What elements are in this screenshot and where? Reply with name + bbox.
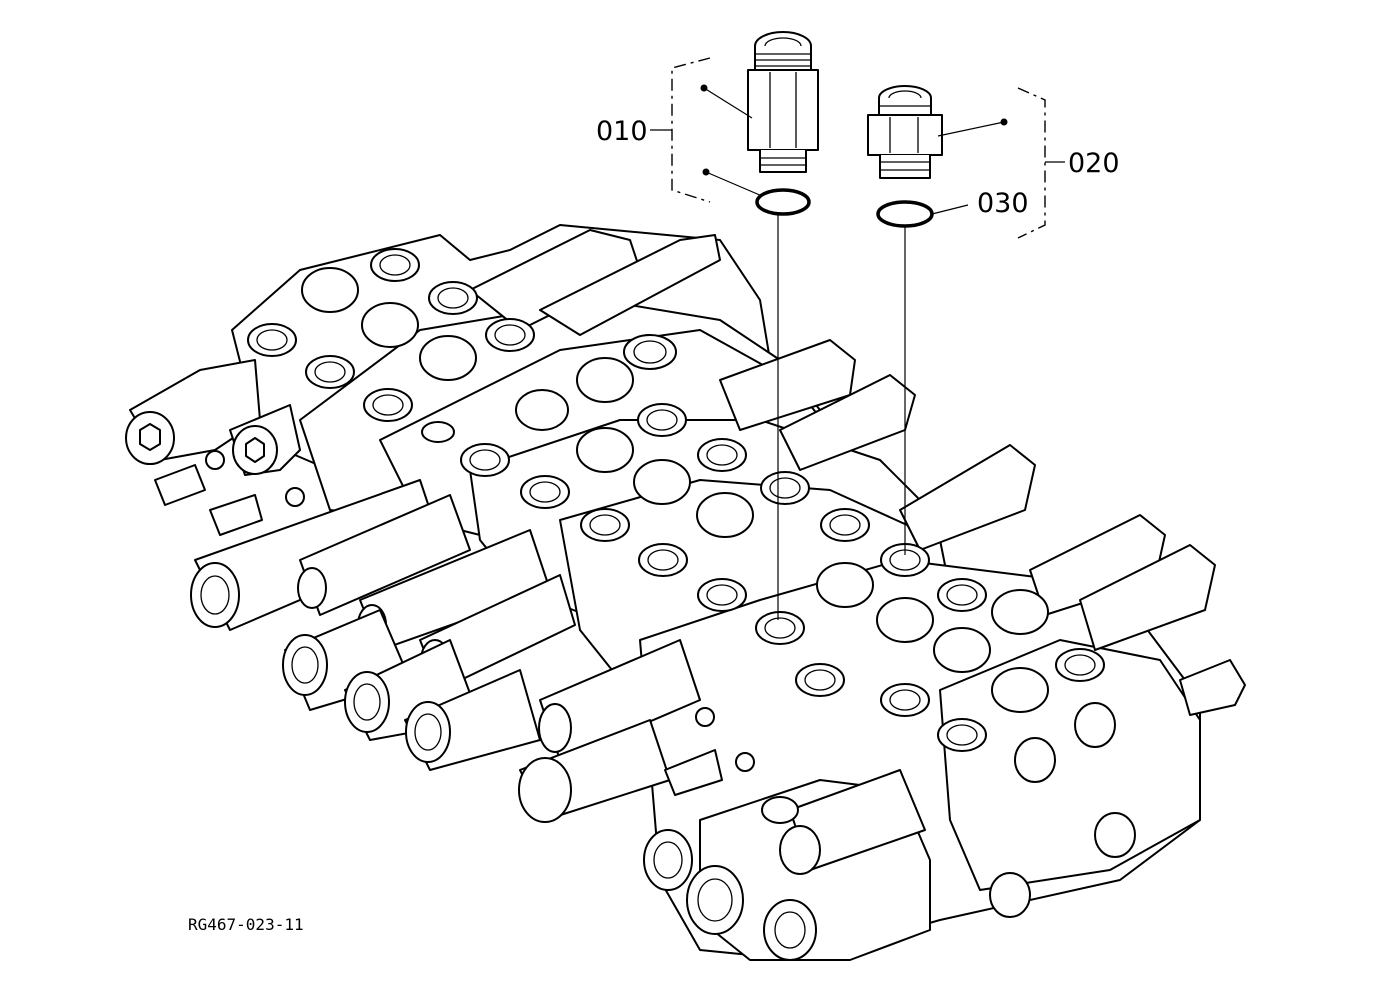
fitting-010-adapter [747, 31, 819, 173]
callout-010: 010 [596, 116, 648, 147]
reference-code: RG467-023-11 [188, 915, 304, 934]
callout-020: 020 [1068, 148, 1120, 179]
o-ring-030 [876, 200, 934, 228]
installation-lines [777, 214, 906, 620]
o-ring-010 [755, 188, 811, 216]
control-valve-assembly [125, 224, 1246, 961]
leader-lines [650, 84, 1065, 215]
callout-030: 030 [977, 188, 1029, 219]
fitting-020-adapter [867, 85, 943, 179]
group-bracket-010 [671, 57, 711, 203]
